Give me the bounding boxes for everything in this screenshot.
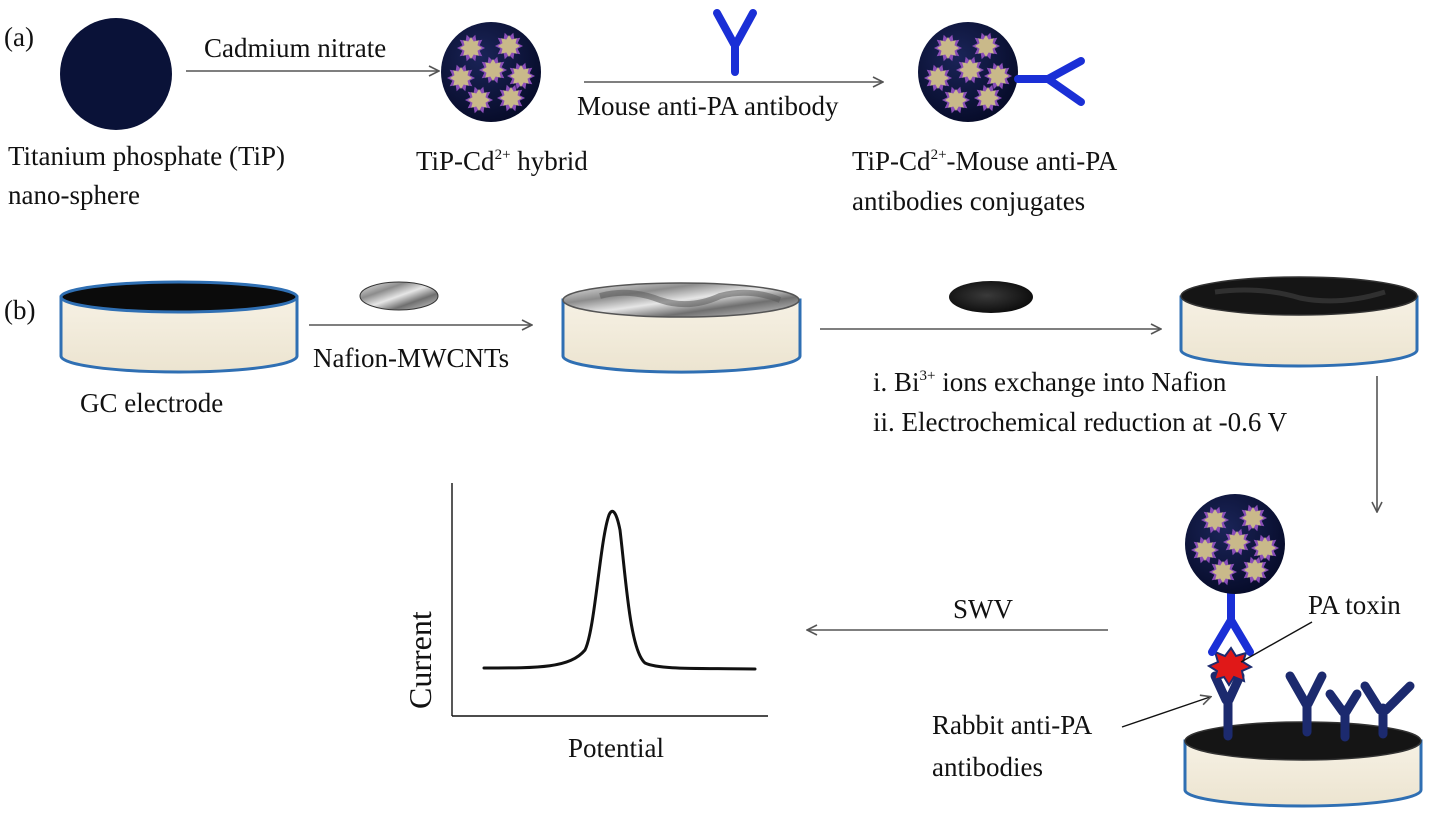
cd-spot: [482, 59, 504, 81]
swv-plot-axes: [451, 483, 768, 717]
cd-spot: [975, 35, 997, 57]
gc-electrode-label: GC electrode: [80, 388, 224, 418]
conjugate-label-line2: antibodies conjugates: [852, 186, 1086, 216]
cd-spot: [1242, 507, 1264, 529]
tip-sphere-label-line1: Titanium phosphate (TiP): [8, 141, 286, 171]
cd-spot: [937, 37, 959, 59]
cd-spot: [468, 89, 490, 111]
panel-b-label: (b): [4, 295, 36, 325]
conjugate-sphere: [918, 22, 1018, 122]
gc-electrode: [59, 280, 299, 374]
plot-x-axis-label: Potential: [568, 733, 664, 763]
cd-spot: [927, 67, 949, 89]
rabbit-antibody-pointer: [1121, 697, 1210, 728]
swv-step-label: SWV: [953, 594, 1013, 624]
panel-a-label: (a): [4, 22, 34, 52]
rabbit-antibody-label-line2: antibodies: [932, 752, 1043, 782]
mouse-antibody-icon: [713, 9, 757, 76]
bismuth-droplet: [949, 281, 1033, 313]
bismuth-step-line2: ii. Electrochemical reduction at -0.6 V: [873, 407, 1288, 437]
rabbit-antibody-label-line1: Rabbit anti-PA: [932, 710, 1093, 740]
cd-spot: [987, 65, 1009, 87]
pa-toxin-icon: [1206, 646, 1254, 687]
pa-toxin-pointer: [1240, 621, 1313, 663]
cd-spot: [977, 87, 999, 109]
conjugate-label-line1: TiP-Cd2+-Mouse anti-PA: [852, 146, 1118, 176]
cd-spot: [959, 59, 981, 81]
cd-spot: [1194, 539, 1216, 561]
cadmium-step-label: Cadmium nitrate: [204, 33, 387, 63]
tip-nanosphere: [60, 18, 172, 130]
cd-spot: [1226, 531, 1248, 553]
cd-spot: [1212, 561, 1234, 583]
sensor-mouse-antibody-icon: [1208, 586, 1254, 656]
cd-spot: [945, 89, 967, 111]
immunosensor-electrode: [1183, 721, 1423, 808]
plot-y-axis-label: Current: [402, 611, 438, 709]
nafion-mwcnt-droplet: [359, 281, 439, 311]
tip-cd-hybrid-sphere: [441, 22, 541, 122]
tip-sphere-label-line2: nano-sphere: [8, 180, 140, 210]
cd-spot: [510, 65, 532, 87]
nafion-step-label: Nafion-MWCNTs: [313, 343, 510, 373]
cd-spot: [1254, 537, 1276, 559]
cd-spot: [1204, 509, 1226, 531]
bismuth-step-line1: i. Bi3+ ions exchange into Nafion: [873, 367, 1227, 397]
hybrid-label: TiP-Cd2+ hybrid: [416, 146, 588, 176]
antibody-step-label: Mouse anti-PA antibody: [577, 91, 839, 121]
swv-peak-curve: [482, 509, 757, 671]
cd-spot: [500, 87, 522, 109]
pa-toxin-label: PA toxin: [1308, 590, 1401, 620]
cd-spot: [450, 67, 472, 89]
bismuth-electrode: [1179, 276, 1419, 368]
cd-spot: [498, 35, 520, 57]
cd-spot: [460, 37, 482, 59]
mwcnt-electrode: [561, 282, 802, 374]
conjugate-antibody-icon: [1014, 57, 1085, 106]
sensor-conjugate-sphere: [1185, 494, 1285, 594]
cd-spot: [1244, 559, 1266, 581]
